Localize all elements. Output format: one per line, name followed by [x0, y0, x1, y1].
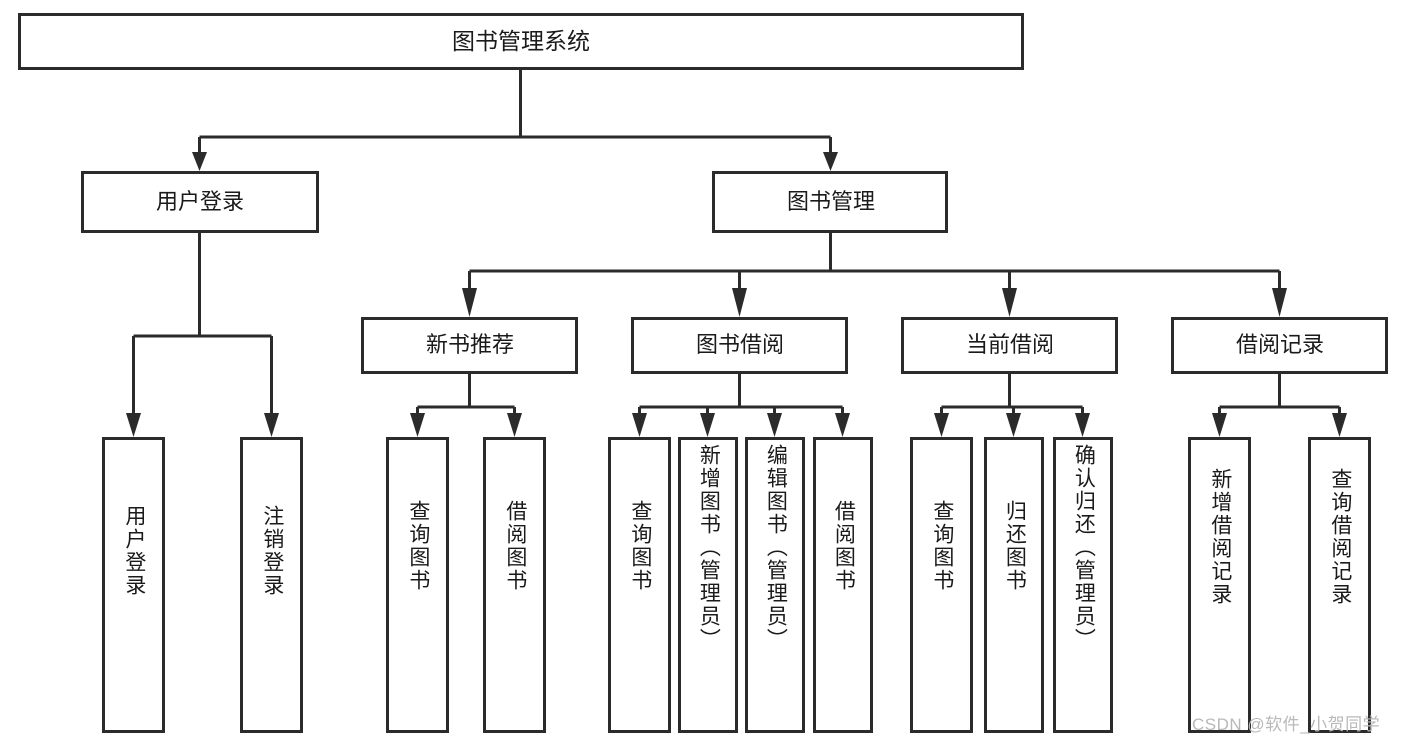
node-box-leaf-bb-edit[interactable] — [745, 437, 805, 733]
arrowhead-leaf-cb-return — [1006, 413, 1021, 437]
arrowhead-leaf-cb-confirm — [1075, 413, 1090, 437]
node-box-book-borrow[interactable] — [631, 317, 848, 374]
arrowhead-new-book-rec — [462, 288, 477, 317]
connectors-layer — [126, 69, 1347, 437]
node-box-leaf-cb-confirm[interactable] — [1053, 437, 1113, 733]
node-box-new-book-rec[interactable] — [361, 317, 578, 374]
arrowhead-book-borrow — [732, 288, 747, 317]
node-label-book-manage: 图书管理 — [787, 189, 875, 214]
node-box-leaf-bb-query[interactable] — [608, 437, 671, 733]
node-box-borrow-record[interactable] — [1171, 317, 1388, 374]
arrowhead-leaf-logout — [264, 413, 279, 437]
arrowhead-user-login — [192, 152, 207, 171]
node-box-leaf-rec-borrow[interactable] — [483, 437, 546, 733]
arrowhead-current-borrow — [1002, 288, 1017, 317]
node-box-user-login[interactable] — [81, 171, 319, 233]
node-box-leaf-cb-return[interactable] — [984, 437, 1044, 733]
arrowhead-leaf-br-add — [1212, 413, 1227, 437]
node-box-leaf-logout[interactable] — [240, 437, 303, 733]
nodes-layer: 图书管理系统 用户登录 图书管理 新书推荐 图书借阅 当前借阅 借阅记录 — [18, 13, 1388, 733]
arrowhead-borrow-record — [1272, 288, 1287, 317]
node-label-borrow-record: 借阅记录 — [1236, 332, 1324, 357]
arrowhead-leaf-rec-borrow — [507, 413, 522, 437]
arrowhead-leaf-rec-query — [410, 413, 425, 437]
node-label-user-login: 用户登录 — [156, 189, 244, 214]
arrowhead-book-manage — [823, 152, 838, 171]
node-box-leaf-br-add[interactable] — [1188, 437, 1251, 733]
node-box-leaf-cb-query[interactable] — [910, 437, 973, 733]
arrowhead-leaf-user-login — [126, 413, 141, 437]
arrowhead-leaf-cb-query — [934, 413, 949, 437]
node-label-book-borrow: 图书借阅 — [696, 332, 784, 357]
node-label-root: 图书管理系统 — [452, 28, 590, 54]
node-box-leaf-rec-query[interactable] — [386, 437, 449, 733]
node-box-current-borrow[interactable] — [901, 317, 1118, 374]
node-box-leaf-bb-borrow[interactable] — [813, 437, 873, 733]
arrowhead-leaf-br-query — [1332, 413, 1347, 437]
node-label-current-borrow: 当前借阅 — [966, 332, 1054, 357]
node-box-leaf-bb-add[interactable] — [678, 437, 738, 733]
node-box-book-manage[interactable] — [712, 171, 948, 233]
node-box-leaf-user-login[interactable] — [102, 437, 165, 733]
node-box-leaf-br-query[interactable] — [1308, 437, 1371, 733]
arrowhead-leaf-bb-add — [700, 413, 715, 437]
csdn-watermark: CSDN @软件_小贺同学 — [1192, 715, 1381, 734]
node-label-new-book-rec: 新书推荐 — [426, 332, 514, 357]
arrowhead-leaf-bb-query — [632, 413, 647, 437]
arrowhead-leaf-bb-edit — [767, 413, 782, 437]
node-box-root[interactable] — [18, 13, 1024, 70]
arrowhead-leaf-bb-borrow — [835, 413, 850, 437]
